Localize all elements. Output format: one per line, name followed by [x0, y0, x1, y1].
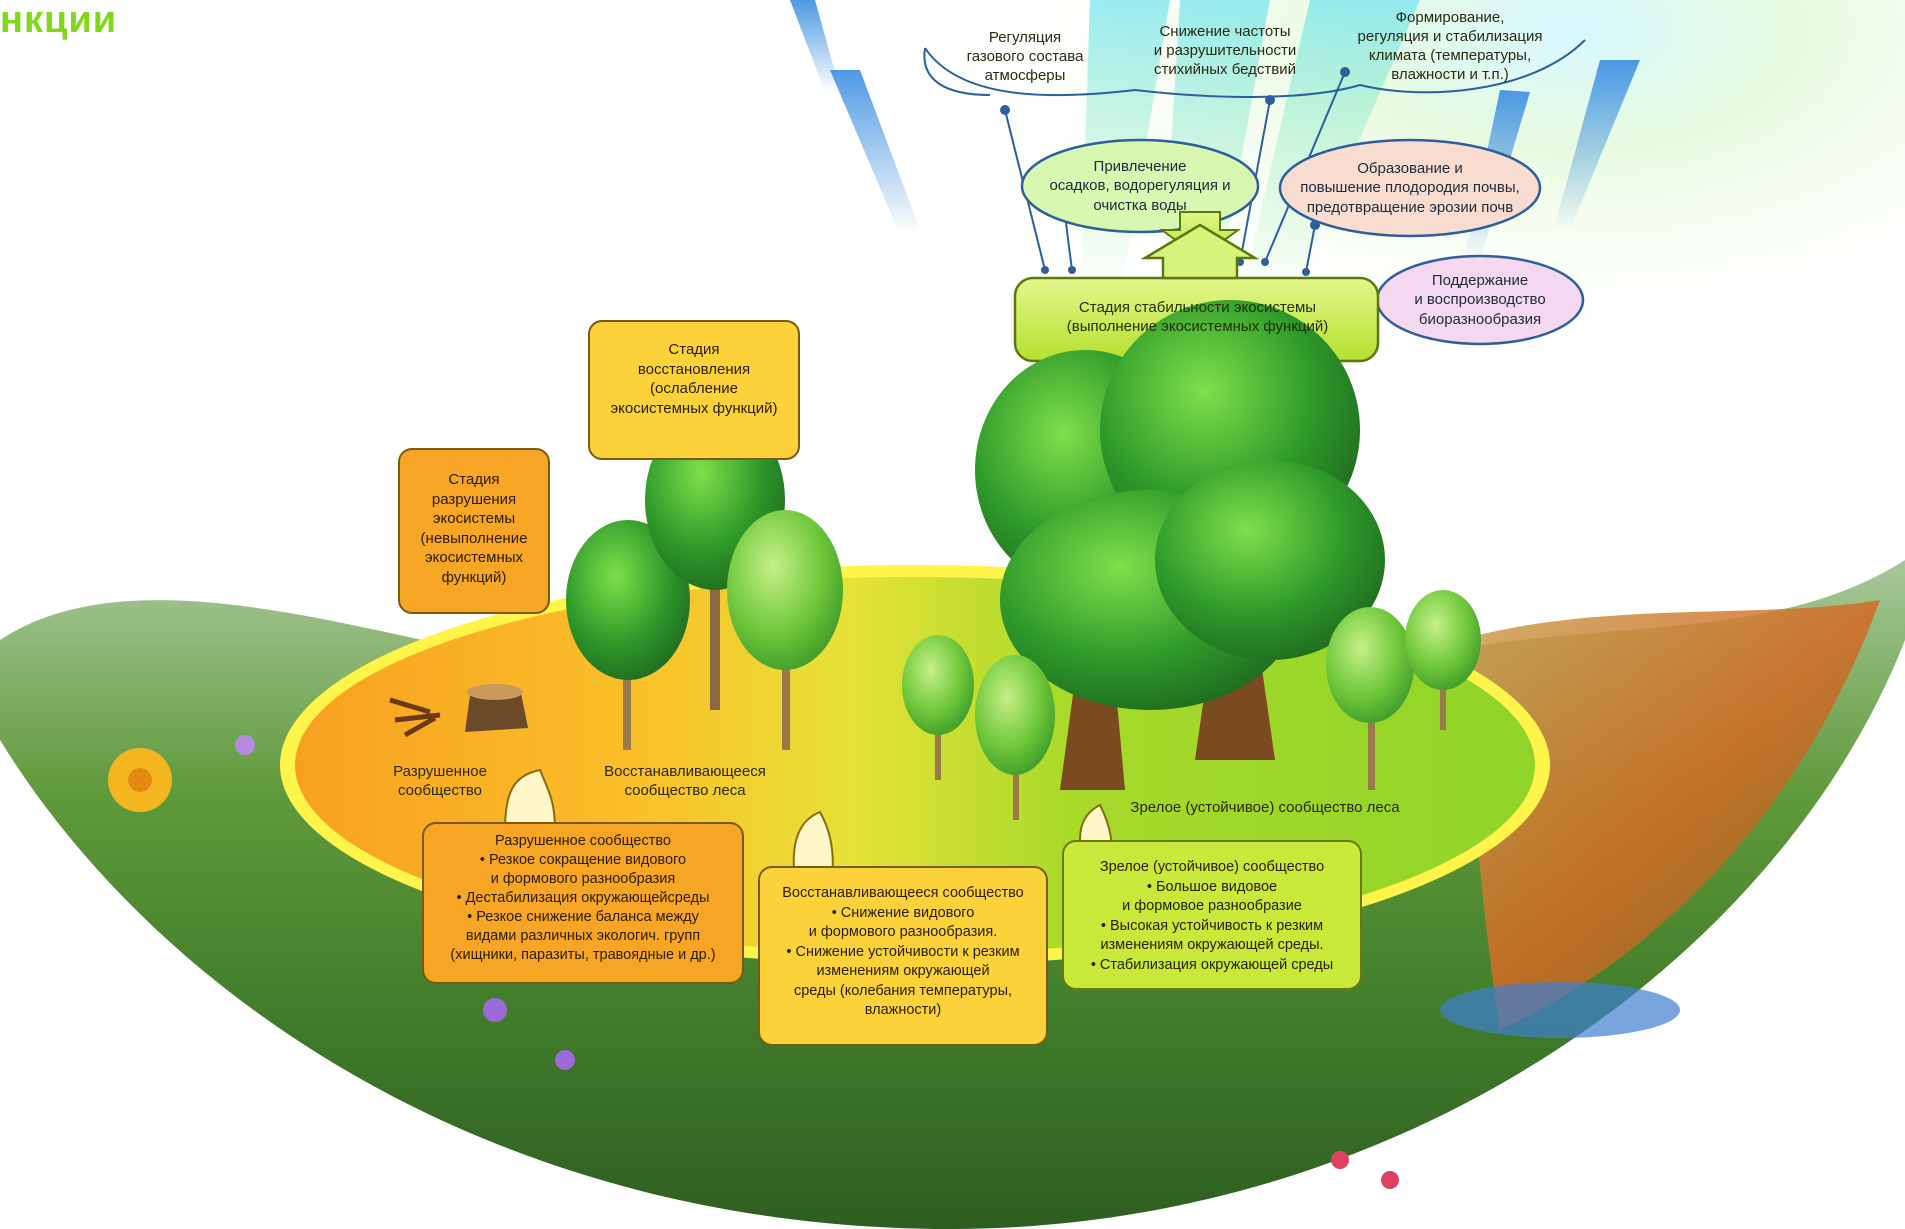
- destruction-stage-box: Стадия разрушения экосистемы (невыполнен…: [398, 448, 550, 614]
- stability-stage-label: Стадия стабильности экосистемы (выполнен…: [1066, 299, 1329, 335]
- recovering-community-label: Восстанавливающееся сообщество леса: [604, 763, 766, 799]
- mature-community-info-box: Зрелое (устойчивое) сообщество • Большое…: [1062, 840, 1362, 990]
- soil-function-ellipse: [1278, 138, 1542, 238]
- gas-regulation-function: Регуляция газового состава атмосферы: [966, 29, 1084, 84]
- mature-community-label: Зрелое (устойчивое) сообщество леса: [1130, 799, 1400, 816]
- water-function-label: Привлечение осадков, водорегуляция и очи…: [1049, 157, 1231, 214]
- recovery-stage-box: Стадия восстановления (ослабление экосис…: [588, 320, 800, 460]
- recovering-community-info-box: Восстанавливающееся сообщество • Снижени…: [758, 866, 1048, 1046]
- disaster-reduction-function: Снижение частоты и разрушительности стих…: [1153, 23, 1297, 78]
- title-fragment: нкции: [0, 0, 118, 41]
- biodiversity-function-label: Поддержание и воспроизводство биоразнооб…: [1414, 271, 1546, 328]
- mature-trees: [902, 300, 1481, 820]
- water-function-ellipse: [1020, 138, 1260, 234]
- destroyed-community-info-box: Разрушенное сообщество • Резкое сокращен…: [422, 822, 744, 984]
- destroyed-community-label: Разрушенное сообщество: [393, 763, 487, 799]
- climate-function: Формирование, регуляция и стабилизация к…: [1357, 9, 1543, 83]
- tree-stump: [389, 684, 528, 738]
- soil-function-label: Образование и повышение плодородия почвы…: [1300, 159, 1520, 216]
